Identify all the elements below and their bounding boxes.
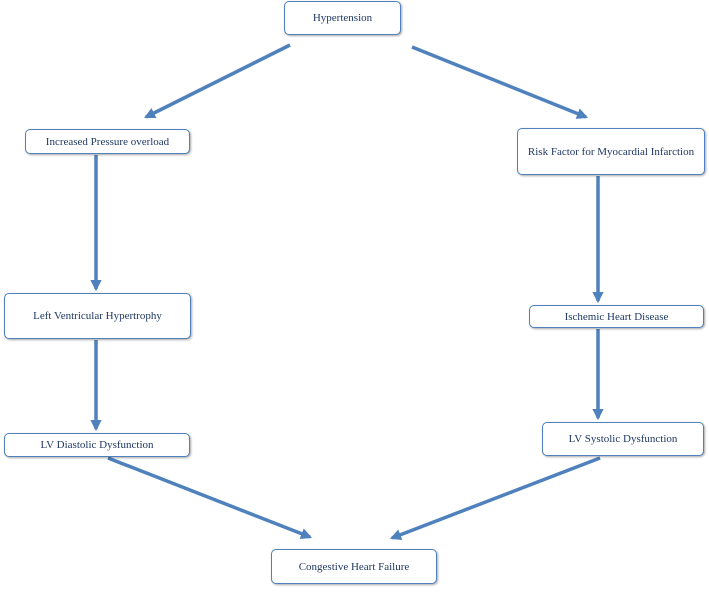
arrow-hypertension-to-pressure [143, 43, 291, 119]
arrow-hypertension-to-risk [411, 45, 589, 119]
node-congestive-heart-failure: Congestive Heart Failure [271, 549, 437, 584]
arrow-diastolic-to-chf [107, 456, 313, 539]
node-ischemic-heart-disease: Ischemic Heart Disease [529, 305, 704, 328]
node-label: LV Diastolic Dysfunction [40, 439, 154, 451]
node-lv-systolic-dysfunction: LV Systolic Dysfunction [542, 422, 704, 456]
node-hypertension: Hypertension [284, 1, 401, 35]
node-label: Risk Factor for Myocardial Infarction [527, 145, 695, 158]
node-left-ventricular-hypertrophy: Left Ventricular Hypertrophy [4, 293, 191, 339]
node-lv-diastolic-dysfunction: LV Diastolic Dysfunction [4, 433, 190, 457]
node-increased-pressure-overload: Increased Pressure overload [25, 129, 190, 154]
arrow-systolic-to-chf [389, 456, 601, 541]
node-label: Congestive Heart Failure [298, 560, 410, 573]
node-risk-factor-mi: Risk Factor for Myocardial Infarction [517, 128, 705, 175]
node-label: LV Systolic Dysfunction [568, 433, 678, 445]
node-label: Hypertension [312, 12, 373, 24]
node-label: Left Ventricular Hypertrophy [33, 310, 162, 322]
node-label: Ischemic Heart Disease [564, 310, 669, 323]
node-label: Increased Pressure overload [45, 135, 170, 148]
